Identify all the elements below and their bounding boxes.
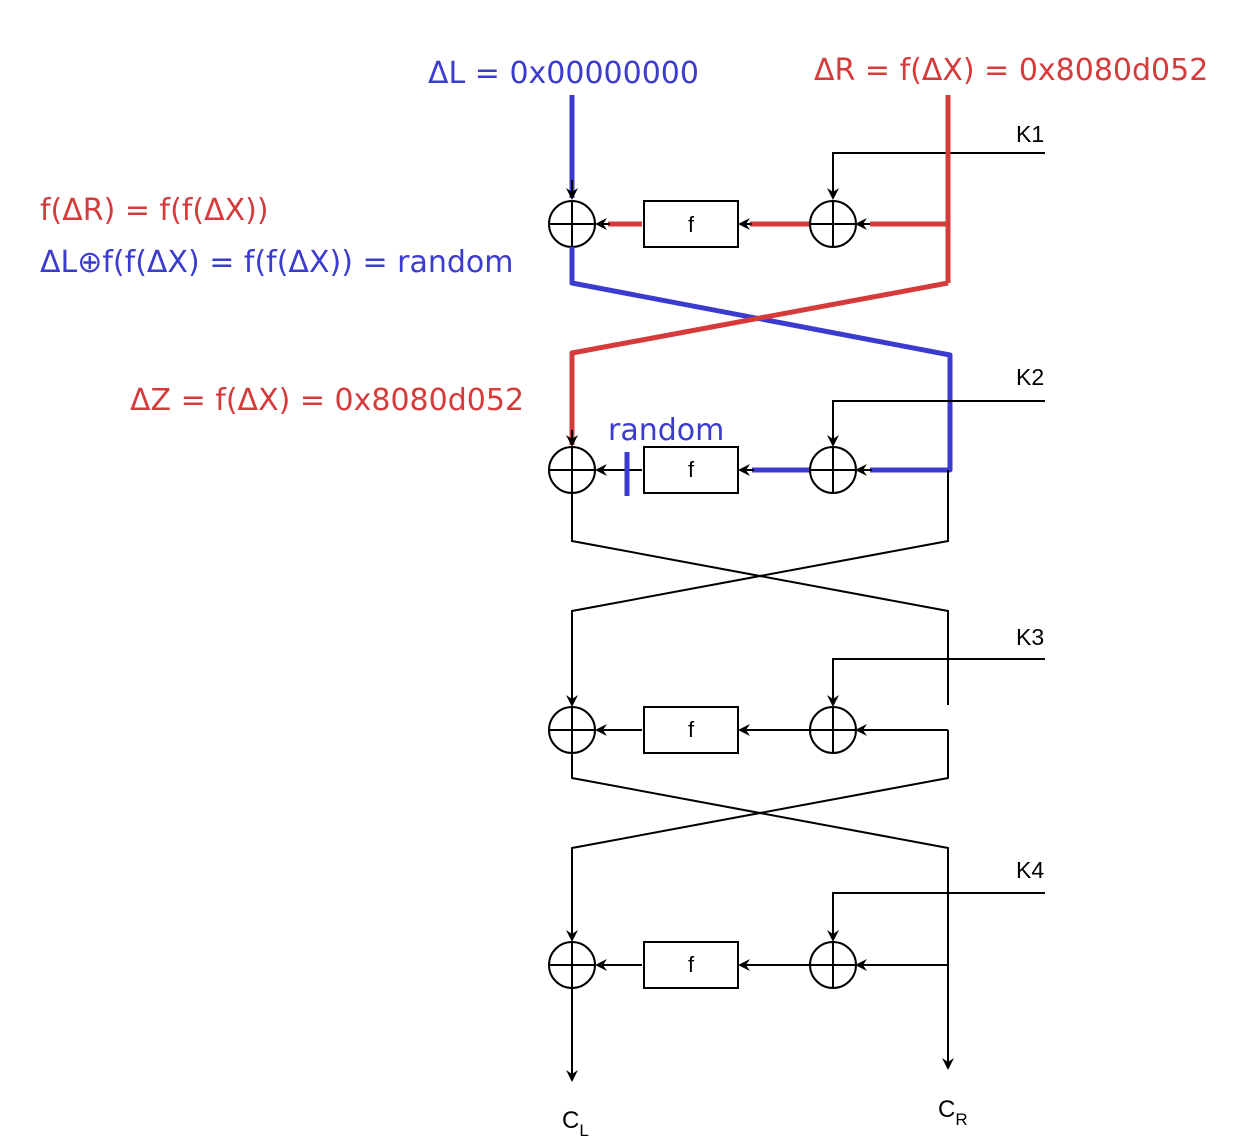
round3-key-line (827, 658, 1045, 707)
cross2-left-to-right (571, 493, 949, 705)
output-cr-label: CR (938, 1096, 968, 1129)
round1-left-xor (548, 200, 596, 248)
round3-f-label: f (688, 717, 695, 742)
key-label-k2: K2 (1016, 364, 1044, 390)
round4-f-label: f (688, 952, 695, 977)
round2-left-xor (548, 446, 596, 494)
round2-key-xor (809, 446, 857, 494)
round2-f-box: f (643, 446, 739, 494)
key-label-k4: K4 (1016, 857, 1044, 883)
round3-key-xor (809, 706, 857, 754)
key-label-k1: K1 (1016, 121, 1044, 147)
cross2-right-to-left (566, 470, 949, 707)
round4-key-line (827, 892, 1045, 942)
output-cl-label: CL (562, 1107, 589, 1140)
cross3-left-to-right (571, 753, 949, 965)
round4-left-xor (548, 941, 596, 989)
round-1: f (548, 95, 1045, 283)
annotation-delta-z: ΔZ = f(ΔX) = 0x8080d052 (130, 383, 524, 418)
cross3-right-to-left (566, 730, 949, 942)
round1-f-label: f (688, 212, 695, 237)
round-4: f (548, 892, 1045, 989)
annotation-delta-l: ΔL = 0x00000000 (428, 56, 699, 91)
annotation-f-delta-r: f(ΔR) = f(f(ΔX)) (40, 193, 269, 228)
round-2: f (548, 400, 1045, 496)
round2-f-label: f (688, 457, 695, 482)
round2-key-line (827, 400, 1045, 447)
round4-key-xor (809, 941, 857, 989)
round1-key-line (827, 152, 1045, 200)
round4-f-box: f (643, 941, 739, 989)
round3-f-box: f (643, 706, 739, 754)
round-3: f (548, 658, 1045, 754)
round1-f-box: f (643, 200, 739, 248)
key-label-k3: K3 (1016, 624, 1044, 650)
annotation-delta-r: ΔR = f(ΔX) = 0x8080d052 (814, 53, 1208, 88)
round3-left-xor (548, 706, 596, 754)
cross1-blue-path (569, 247, 953, 473)
annotation-delta-l-xor: ΔL⊕f(f(ΔX) = f(f(ΔX)) = random (40, 245, 513, 280)
round1-key-xor (809, 200, 857, 248)
annotation-random: random (608, 413, 724, 448)
cross1-red-path (569, 280, 949, 445)
